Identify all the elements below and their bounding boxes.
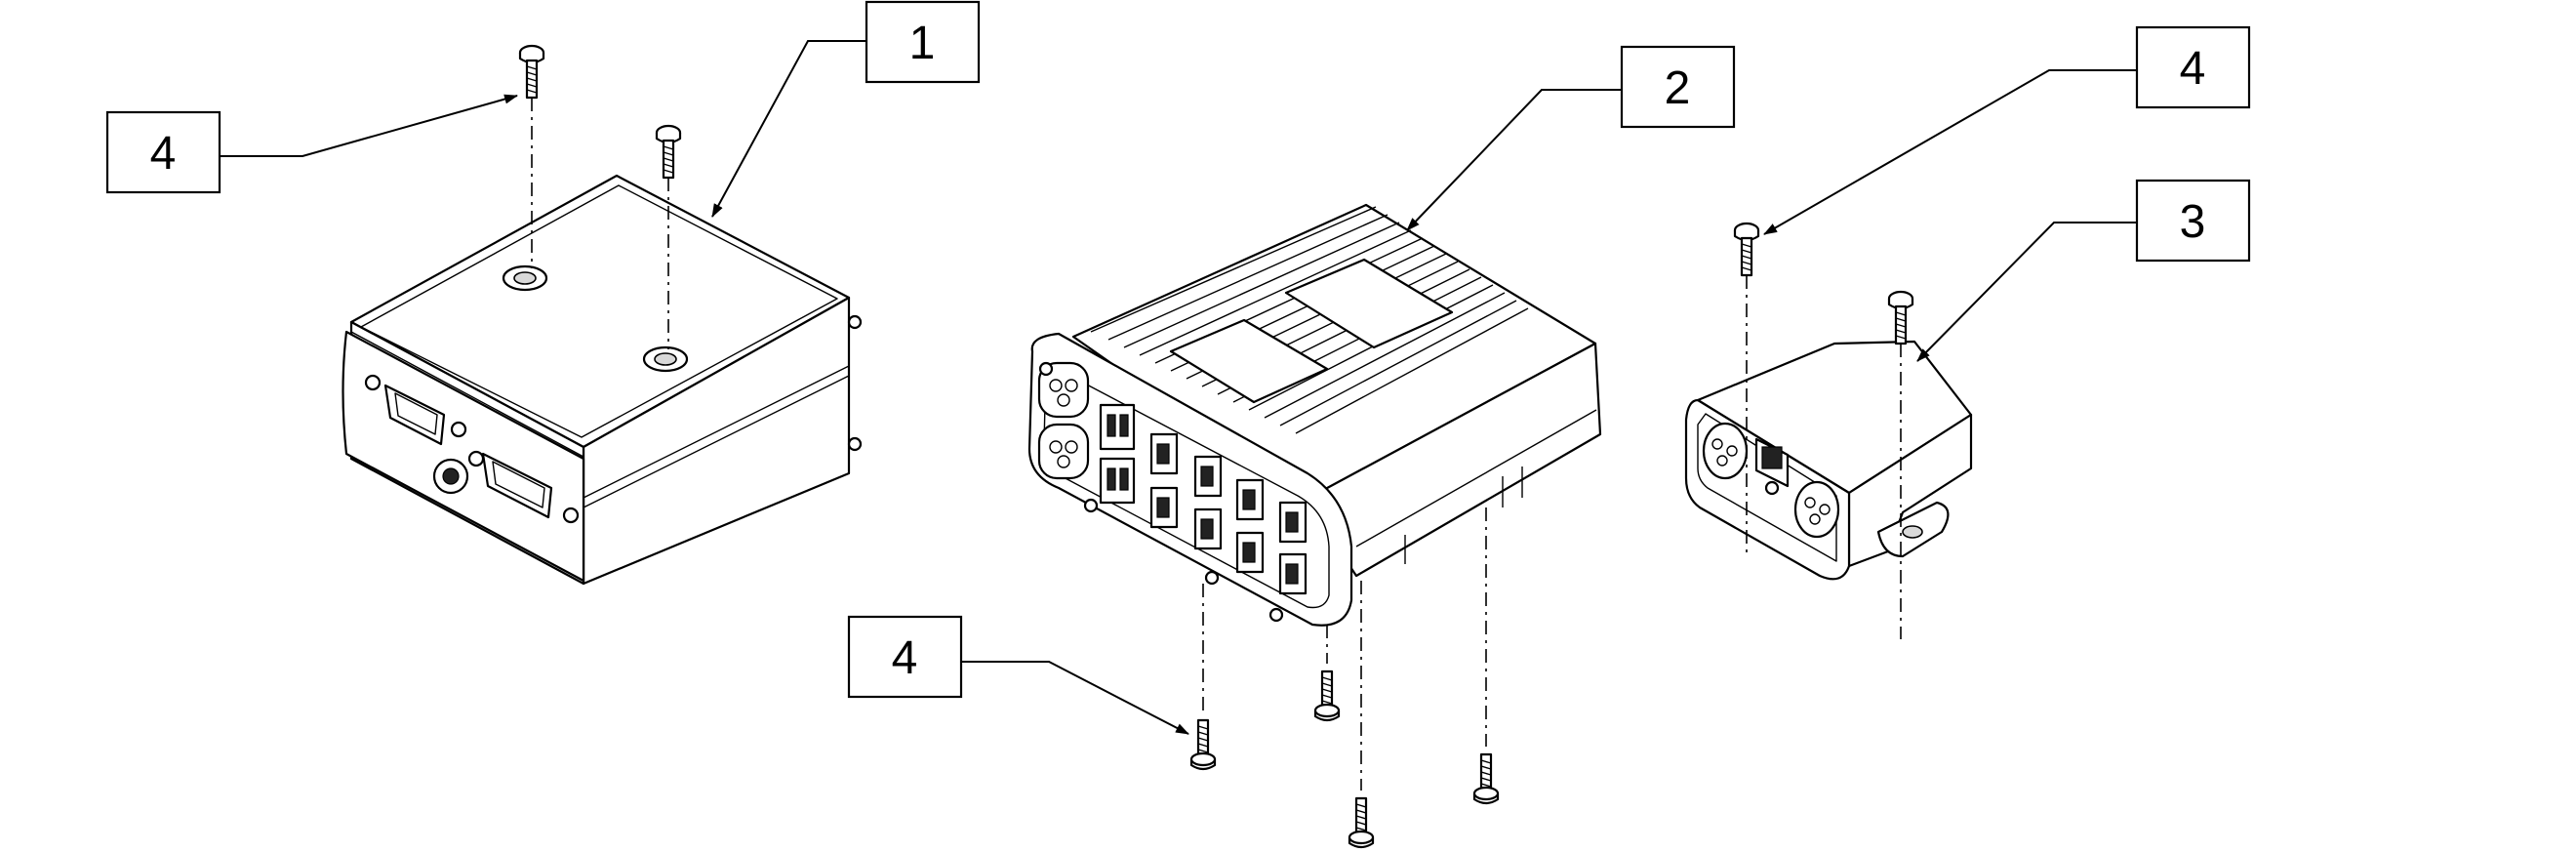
interface-module-part-1 [342,174,863,586]
controller-module-part-2 [1027,203,1602,627]
callout-4: 4 [847,615,1189,735]
screw-part-4 [1189,584,1217,771]
screw-part-4 [655,124,682,349]
callout-1: 1 [711,0,981,218]
callout-label: 2 [1665,62,1691,114]
screw-part-4 [1733,222,1760,556]
callout-4: 4 [105,94,518,194]
screw-part-4 [1472,507,1500,805]
screw-part-4 [1348,581,1375,849]
connector-cover-part-3 [1684,340,1973,581]
callout-label: 4 [892,632,918,684]
screw-part-4 [518,44,545,268]
screw-part-4 [1887,290,1914,639]
callout-3: 3 [1916,179,2251,362]
callout-4: 4 [1763,25,2251,235]
callout-label: 1 [909,18,936,69]
callout-label: 4 [150,128,177,180]
callout-label: 4 [2180,43,2206,95]
screw-part-4 [1313,625,1341,722]
callout-2: 2 [1406,45,1736,231]
callout-label: 3 [2180,196,2206,248]
